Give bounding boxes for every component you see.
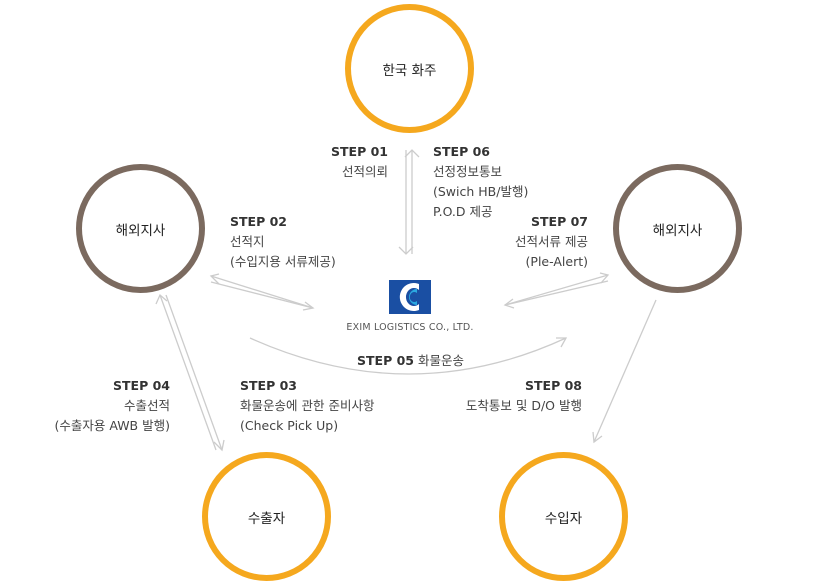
arrow-step06-head [404, 149, 420, 158]
step-01-label: STEP 01 [331, 144, 388, 159]
arrow-step07-a [504, 274, 609, 306]
step-06: STEP 06 선정정보통보 (Swich HB/발행) P.O.D 제공 [433, 142, 528, 222]
step-05-label: STEP 05 [357, 353, 414, 368]
step-07: STEP 07 선적서류 제공 (Ple-Alert) [515, 212, 588, 272]
step-03-line: (Check Pick Up) [240, 418, 339, 433]
step-06-line: P.O.D 제공 [433, 204, 493, 219]
node-importer-label: 수입자 [544, 510, 583, 527]
node-exporter-label: 수출자 [247, 510, 286, 527]
logo-text: EXIM LOGISTICS CO., LTD. [346, 322, 474, 333]
step-08: STEP 08 도착통보 및 D/O 발행 [466, 376, 582, 416]
step-06-label: STEP 06 [433, 144, 490, 159]
step-01: STEP 01 선적의뢰 [331, 142, 388, 182]
step-04: STEP 04 수출선적 (수출자용 AWB 발행) [54, 376, 170, 436]
node-overseas-left-label: 해외지사 [115, 222, 166, 239]
step-03-line: 화물운송에 관한 준비사항 [240, 398, 375, 413]
step-04-label: STEP 04 [113, 378, 170, 393]
arrow-step02-a [210, 275, 314, 309]
step-02-line: (수입지용 서류제공) [230, 254, 336, 269]
step-03: STEP 03 화물운송에 관한 준비사항 (Check Pick Up) [240, 376, 374, 436]
step-06-line: (Swich HB/발행) [433, 184, 529, 199]
step-07-line: (Ple-Alert) [525, 254, 588, 269]
arrow-step03 [165, 294, 223, 451]
step-05-text: 화물운송 [417, 353, 464, 368]
step-04-line: (수출자용 AWB 발행) [54, 418, 170, 433]
step-04-line: 수출선적 [123, 398, 170, 413]
step-07-line: 선적서류 제공 [515, 234, 588, 249]
arrow-step04 [159, 294, 217, 451]
node-exporter: 수출자 [202, 452, 331, 581]
node-overseas-right-label: 해외지사 [652, 222, 703, 239]
node-korea-owner-label: 한국 화주 [382, 62, 437, 79]
arrow-step08 [593, 299, 657, 443]
step-07-label: STEP 07 [531, 214, 588, 229]
exim-logo-icon [389, 280, 431, 314]
step-05: STEP 05 화물운송 [357, 350, 464, 369]
node-overseas-right: 해외지사 [613, 164, 742, 293]
arrow-step01-head [398, 246, 414, 255]
node-overseas-left: 해외지사 [76, 164, 205, 293]
arrow-step05 [249, 337, 567, 375]
step-02-line: 선적지 [230, 234, 265, 249]
step-02: STEP 02 선적지 (수입지용 서류제공) [230, 212, 336, 272]
step-01-line: 선적의뢰 [341, 164, 388, 179]
node-importer: 수입자 [499, 452, 628, 581]
company-logo: EXIM LOGISTICS CO., LTD. [340, 280, 480, 333]
step-08-label: STEP 08 [525, 378, 582, 393]
step-06-line: 선정정보통보 [433, 164, 503, 179]
step-02-label: STEP 02 [230, 214, 287, 229]
step-08-line: 도착통보 및 D/O 발행 [465, 398, 582, 413]
arrow-step02-b [210, 281, 314, 309]
step-03-label: STEP 03 [240, 378, 297, 393]
node-korea-owner: 한국 화주 [345, 4, 474, 133]
arrow-step07-b [504, 280, 609, 306]
